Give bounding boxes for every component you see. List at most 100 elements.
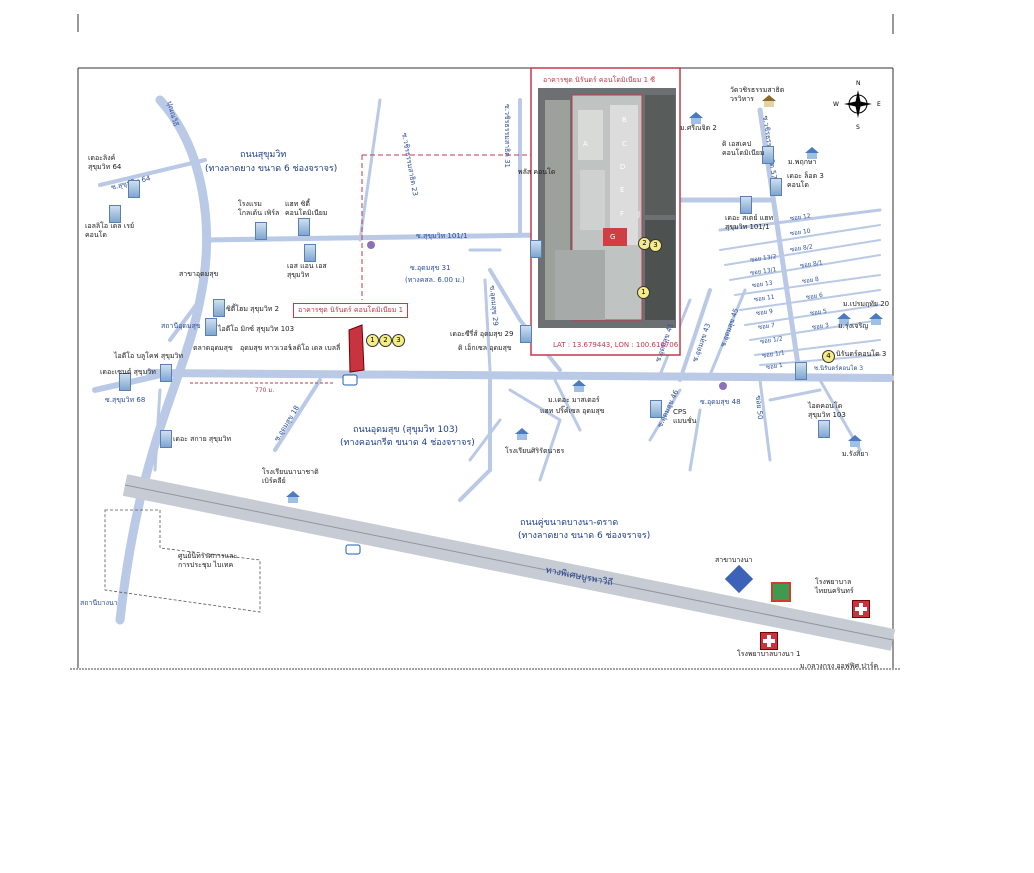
building-icon (650, 400, 662, 418)
place-phruksa: ม.พฤกษา (788, 158, 817, 166)
place-market: ตลาดอุดมสุข (193, 344, 233, 352)
place-the-link: เดอะลิงค์ สุขุมวิท 64 (88, 154, 122, 171)
marker-2: 2 (379, 334, 392, 347)
temple-icon (762, 95, 776, 107)
house-icon (837, 313, 851, 325)
inset-block-e: E (620, 186, 625, 194)
place-niran-condo-3b: ซ.นิรันดร์คอนโด 3 (814, 365, 864, 372)
soi-udomsuk-31: ซ.อุดมสุข 31 (410, 264, 451, 272)
place-the-state: เดอะ สเตย์ แฮท สุขุมวิท 101/1 (725, 214, 774, 231)
marker-3: 3 (392, 334, 405, 347)
marker-1: 1 (366, 334, 379, 347)
building-icon (770, 178, 782, 196)
place-sn-sukhumvit: เอส แอน เอส สุขุมวิท (287, 262, 327, 279)
soi-udomsuk-48: ซ.อุดมสุข 48 (700, 398, 741, 406)
building-icon (530, 240, 542, 258)
place-bangna-station: สถานีบางนา (80, 599, 118, 607)
place-baan-pruksa: แฮท ปริ๊ค์เซล อุดมสุข (540, 407, 605, 415)
road-sub-udomsuk: (ทางคอนกรีต ขนาด 4 ช่องจราจร) (340, 438, 475, 448)
building-icon (128, 180, 140, 198)
place-cps: CPS แมนชั่น (673, 408, 697, 425)
inset-block-f: F (620, 210, 625, 218)
house-icon (572, 380, 586, 392)
building-icon (520, 325, 532, 343)
compass-rose-icon: N S W E (833, 80, 881, 131)
place-the-master: ม.เดอะ มาสเตอร์ (548, 396, 600, 404)
building-icon (762, 146, 774, 164)
building-icon (304, 244, 316, 262)
place-ledio: เลดิโอ เดล เบลลี่ (290, 344, 341, 352)
place-the-excel: ดิ เอ็กเซล อุดมสุข (458, 344, 512, 352)
distance-label: 770 ม. (255, 387, 275, 394)
road-title-sukhumvit: ถนนสุขุมวิท (240, 150, 287, 160)
place-m-rungsiya: ม.รังสิยา (842, 450, 869, 458)
soi-udomsuk-31-sub: (ทางคสล. 6.00 ม.) (405, 276, 465, 284)
soi-wachira-31: ซ.วชิรธรรมสาธิต 31 (503, 104, 511, 168)
road-title-bangna: ถนนคู่ขนาดบางนา-ตราด (520, 518, 619, 528)
inset-coords: LAT : 13.679443, LON : 100.616706 (553, 341, 679, 349)
road-title-udomsuk: ถนนอุดมสุข (สุขุมวิท 103) (353, 425, 459, 435)
house-icon (848, 435, 862, 447)
place-school-nation: โรงเรียนนานาชาติ เบิร์คลีย์ (262, 468, 319, 485)
soi-101-1-label: ซ.สุขุมวิท 101/1 (416, 232, 468, 240)
building-icon (298, 218, 310, 236)
house-icon (689, 112, 703, 124)
school-icon (286, 491, 300, 503)
hospital-icon (760, 632, 778, 650)
place-niran-condo-3: นิรันดร์คอนโด 3 (836, 350, 887, 358)
road-udomsuk (146, 369, 894, 382)
place-ideo-blucove: ไอดีโอ บลูโคฟ สุขุมวิท (114, 352, 184, 360)
place-ellio: เอลลิโอ เดล เรย์ คอนโด (85, 222, 135, 239)
building-icon (160, 430, 172, 448)
place-hotel: โรงแรม โกลเด้น เพิร์ล (238, 200, 280, 217)
inset-satellite-photo (530, 67, 681, 356)
place-ht-city: แฮท ซิตี้ คอนโดมิเนียม (285, 200, 328, 217)
place-citihome: ซิตี้โฮม สุขุมวิท 2 (226, 305, 280, 313)
place-the-lotus: เดอะ ล็อต 3 คอนโด (787, 172, 824, 189)
hospital-icon (852, 600, 870, 618)
place-plus-condo: พลัส คอนโด (518, 168, 556, 176)
svg-text:N: N (856, 80, 861, 87)
inset-block-c: C (622, 140, 627, 148)
inset-block-b: B (622, 116, 627, 124)
place-ttb: สาขาอุดมสุข (179, 270, 219, 278)
inset-block-d: D (620, 163, 626, 171)
place-school-sri: โรงเรียนศิริรัตนาธร (505, 447, 565, 455)
soi-50: ซอย 50 (754, 395, 765, 420)
inset-block-g: G (610, 233, 616, 241)
road-sub-sukhumvit: (ทางลาดยาง ขนาด 6 ช่องจราจร) (205, 164, 338, 174)
building-icon (740, 196, 752, 214)
place-the-series: เดอะซีรี่ส์ อุดมสุข 29 (450, 330, 514, 338)
place-sarinjit: ม.ศรีณจิต 2 (680, 124, 717, 132)
place-bangna-hospital: โรงพยาบาลบางนา 1 (737, 650, 801, 658)
place-the-crest: เดอะเซนต์ สุขุมวิท (100, 368, 156, 376)
place-preamthai: ม.เปรมฤทัย 20 (843, 300, 890, 308)
inset-block-j: J (638, 210, 641, 218)
site-marker (348, 324, 365, 373)
building-icon (818, 420, 830, 438)
building-icon (795, 362, 807, 380)
place-ideo-mix: ไอดีโอ มิกซ์ สุขุมวิท 103 (218, 325, 295, 333)
place-wat: วัดวชิรธรรมสาธิต วรวิหาร (730, 86, 785, 103)
soi-sukhumvit-68: ซ.สุขุมวิท 68 (105, 396, 146, 404)
inset-title: อาคารชุด นิรันดร์ คอนโดมิเนียม 1 ซี (543, 76, 656, 84)
place-bangna-branch: สาขาบางนา (715, 556, 753, 564)
place-biotec: ศูนย์นิทรรศการและ การประชุม ไบเทค (178, 552, 238, 569)
inset-block-a: A (583, 140, 588, 148)
store-logo-icon (771, 582, 791, 602)
place-the-base: ดิ เอสเคป คอนโดมิเนียม (722, 140, 765, 157)
main-callout: อาคารชุด นิรันดร์ คอนโดมิเนียม 1 (293, 303, 409, 318)
place-udomsuk-station: สถานีอุดมสุข (161, 322, 201, 330)
building-icon (255, 222, 267, 240)
school-icon (515, 428, 529, 440)
building-icon (213, 299, 225, 317)
place-park-office: ม.กลางกรุง ออฟฟิศ ปาร์ค (800, 662, 879, 670)
place-udomsuk-tower: อุดมสุข ทาวเวอร์ (240, 344, 292, 352)
building-icon (109, 205, 121, 223)
svg-text:E: E (877, 101, 881, 108)
marker-4: 4 (822, 350, 835, 363)
house-icon (869, 313, 883, 325)
road-sub-bangna: (ทางลาดยาง ขนาด 6 ช่องจราจร) (518, 531, 651, 541)
road-bangna-trad (122, 474, 896, 651)
